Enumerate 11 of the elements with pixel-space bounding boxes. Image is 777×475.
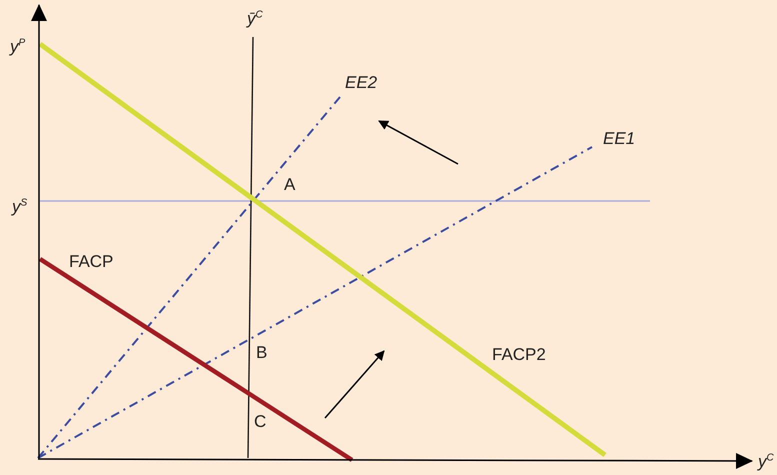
point-label: C bbox=[254, 413, 266, 430]
curve-label: EE1 bbox=[603, 130, 636, 147]
curve-label: EE2 bbox=[345, 74, 378, 91]
curve-label: FACP bbox=[69, 253, 114, 270]
point-label: A bbox=[284, 176, 296, 193]
axis-label: ȳ$^{C}$ bbox=[247, 10, 263, 27]
curve-label: FACP2 bbox=[492, 346, 546, 363]
axis-label: y$^{S}$ bbox=[12, 198, 28, 215]
point-label: B bbox=[256, 344, 268, 361]
axis-label: y$^{C}$ bbox=[758, 453, 774, 470]
axis-label: y$^{P}$ bbox=[10, 38, 26, 55]
